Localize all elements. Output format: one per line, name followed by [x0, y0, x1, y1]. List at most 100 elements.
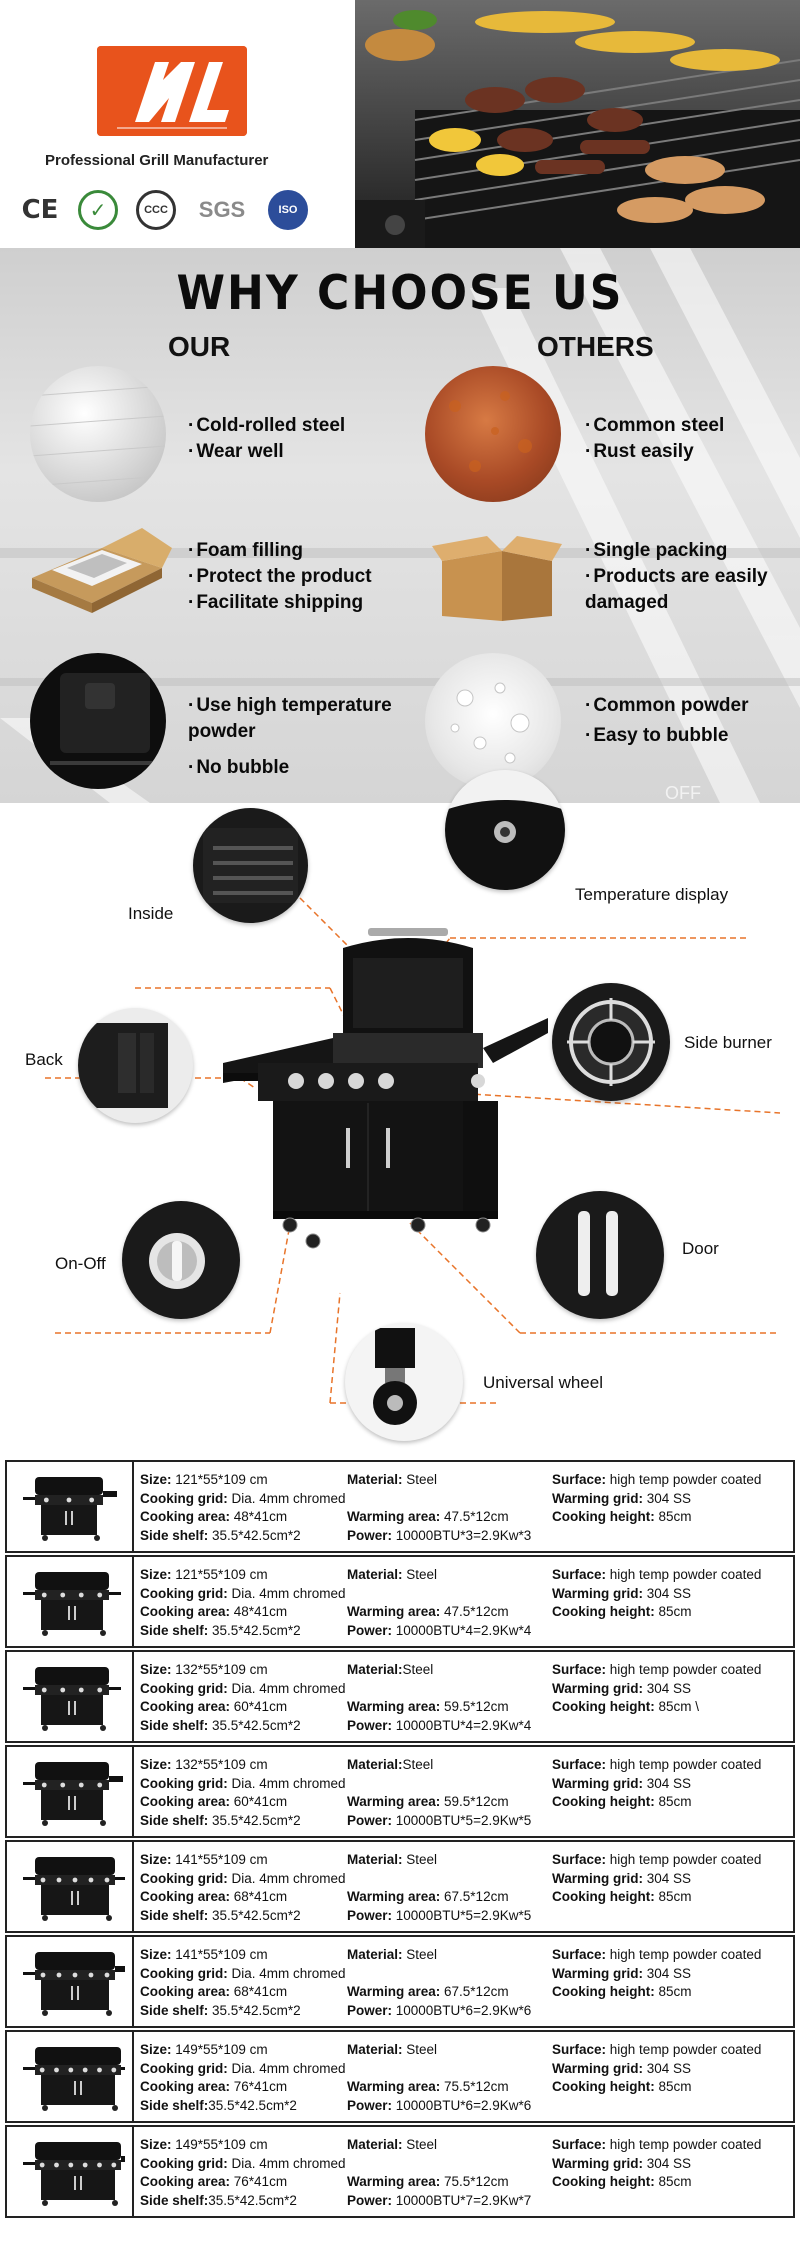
spec-key: Cooking height:	[552, 1794, 655, 1809]
spec-value: 60*41cm	[230, 1794, 288, 1809]
spec-line: Cooking area: 48*41cm	[140, 1603, 346, 1622]
spec-key: Power:	[347, 2002, 393, 2018]
spec-line: Warming area: 67.5*12cm	[347, 1983, 531, 2002]
spec-line: Size: 149*55*109 cm	[140, 2041, 346, 2060]
spec-key: Cooking grid:	[140, 1870, 228, 1886]
spec-value: high temp powder coated	[606, 1852, 762, 1867]
spec-line: Cooking area: 68*41cm	[140, 1888, 346, 1907]
spec-value: 149*55*109 cm	[171, 2042, 268, 2057]
feature-text: Protect the product	[188, 564, 371, 590]
spec-key: Warming area:	[347, 2174, 441, 2189]
spec-key: Power:	[347, 2192, 393, 2208]
spec-key: Size:	[140, 1947, 172, 1962]
spec-value: 304 SS	[643, 1870, 692, 1886]
spec-value: 35.5*42.5cm*2	[208, 1527, 301, 1543]
spec-line: Size: 121*55*109 cm	[140, 1566, 346, 1585]
grill-model-thumbnail	[7, 1937, 134, 2026]
watermark-text: OFF	[665, 783, 701, 803]
spec-key: Cooking height:	[552, 1509, 655, 1524]
spec-line: Warming grid: 304 SS	[552, 1585, 761, 1604]
spec-key: Surface:	[552, 1947, 607, 1962]
spec-line: Size: 121*55*109 cm	[140, 1471, 346, 1490]
spec-key: Surface:	[552, 2042, 607, 2057]
spec-value: 10000BTU*6=2.9Kw*6	[392, 2097, 532, 2113]
spec-line	[347, 1870, 531, 1889]
back-detail-image	[78, 1008, 193, 1123]
product-feature-diagram: Inside Temperature display Back Side bur…	[0, 770, 800, 1450]
spec-value: 85cm	[654, 2174, 692, 2189]
spec-value: Dia. 4mm chromed	[227, 1870, 346, 1886]
spec-key: Material:	[347, 1662, 403, 1677]
spec-value: Dia. 4mm chromed	[227, 2060, 346, 2076]
spec-value: 35.5*42.5cm*2	[208, 1622, 301, 1638]
spec-value: high temp powder coated	[606, 1757, 762, 1772]
spec-value: 304 SS	[643, 1585, 692, 1601]
spec-line: Warming area: 59.5*12cm	[347, 1698, 531, 1717]
certification-row: CE ✓ CCC SGS ISO	[20, 190, 308, 230]
universal-wheel-image	[345, 1323, 463, 1441]
spec-key: Size:	[140, 1852, 172, 1867]
spec-value: 10000BTU*4=2.9Kw*4	[392, 1622, 532, 1638]
spec-line	[347, 1585, 531, 1604]
label-inside: Inside	[128, 904, 174, 923]
others-feature-list-packing: Single packing Products are easily damag…	[585, 538, 785, 616]
spec-line: Cooking grid: Dia. 4mm chromed	[140, 1490, 346, 1509]
spec-value: 10000BTU*5=2.9Kw*5	[392, 1812, 532, 1828]
label-back: Back	[25, 1050, 63, 1069]
spec-value: 75.5*12cm	[440, 2079, 509, 2094]
temperature-display-image	[445, 770, 565, 890]
spec-line	[552, 1527, 761, 1546]
spec-key: Material:	[347, 1472, 403, 1487]
spec-value: Steel	[402, 2042, 438, 2057]
spec-key: Warming area:	[347, 1794, 441, 1809]
label-temperature-display: Temperature display	[575, 885, 729, 904]
spec-line: Warming grid: 304 SS	[552, 1965, 761, 1984]
spec-value: 10000BTU*6=2.9Kw*6	[392, 2002, 532, 2018]
spec-line: Cooking area: 76*41cm	[140, 2173, 346, 2192]
spec-value: 85cm	[654, 1604, 692, 1619]
spec-line: Warming area: 59.5*12cm	[347, 1793, 531, 1812]
spec-key: Warming grid:	[552, 1680, 643, 1696]
spec-line: Power: 10000BTU*3=2.9Kw*3	[347, 1527, 531, 1546]
spec-line: Size: 141*55*109 cm	[140, 1851, 346, 1870]
others-feature-list-powder: Common powder Easy to bubble	[585, 693, 748, 749]
spec-value: 85cm	[654, 1984, 692, 1999]
spec-line: Warming area: 67.5*12cm	[347, 1888, 531, 1907]
spec-value: 67.5*12cm	[440, 1889, 509, 1904]
spec-value: 35.5*42.5cm*2	[208, 2192, 297, 2208]
spec-key: Material:	[347, 2042, 403, 2057]
spec-key: Surface:	[552, 1472, 607, 1487]
spec-key: Size:	[140, 1567, 172, 1582]
brand-header: Professional Grill Manufacturer CE ✓ CCC…	[0, 0, 800, 248]
spec-line: Surface: high temp powder coated	[552, 2136, 761, 2155]
gas-grill-image	[223, 928, 548, 1249]
label-door: Door	[682, 1239, 719, 1258]
spec-line	[552, 1717, 761, 1736]
others-feature-list-steel: Common steel Rust easily	[585, 413, 724, 465]
spec-key: Side shelf:	[140, 1717, 209, 1733]
feature-text: Facilitate shipping	[188, 590, 372, 616]
brand-logo	[97, 46, 247, 136]
spec-key: Cooking grid:	[140, 1775, 228, 1791]
spec-value: 304 SS	[643, 1775, 692, 1791]
grill-model-thumbnail	[7, 2127, 134, 2216]
spec-line: Warming area: 75.5*12cm	[347, 2078, 531, 2097]
spec-key: Cooking height:	[552, 1889, 655, 1904]
spec-line	[552, 1812, 761, 1831]
spec-line: Size: 132*55*109 cm	[140, 1661, 346, 1680]
ce-mark-icon: CE	[21, 195, 59, 225]
spec-value: high temp powder coated	[606, 1472, 762, 1487]
spec-line: Warming grid: 304 SS	[552, 1870, 761, 1889]
iso-mark-icon: ISO	[268, 190, 308, 230]
